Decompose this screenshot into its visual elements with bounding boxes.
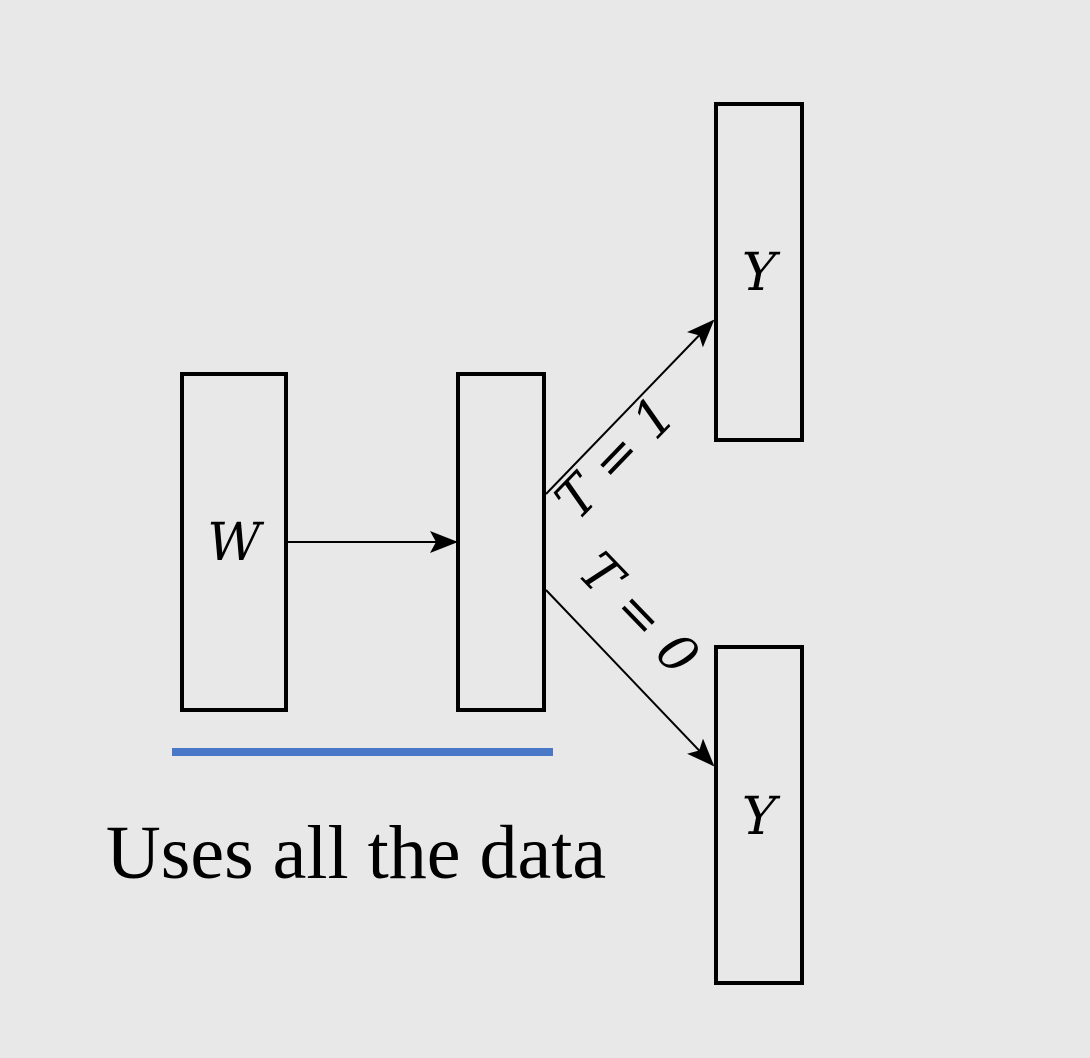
node-w-label: W [207,513,264,573]
node-y-top-label: Y [742,243,781,303]
edge-middle-to-y-top-arrow [545,319,715,495]
node-w: W [180,372,288,712]
edge-middle-to-y-bottom-arrow [545,589,715,767]
node-w-box [180,372,288,712]
node-y-bottom: Y [714,645,804,985]
node-middle [456,372,546,712]
caption: Uses all the data [106,811,606,895]
node-y-top-box [714,102,804,442]
edge-label-t-equals-1: T = 1 [544,385,687,531]
node-y-bottom-label: Y [742,787,781,847]
node-y-top: Y [714,102,804,442]
node-middle-box [456,372,546,712]
edge-middle-to-y-bottom: T = 0 [545,541,715,767]
edge-middle-to-y-top: T = 1 [544,319,715,531]
node-y-bottom-box [714,645,804,985]
edge-label-t-equals-0: T = 0 [566,541,709,687]
scope-underline [172,748,553,756]
